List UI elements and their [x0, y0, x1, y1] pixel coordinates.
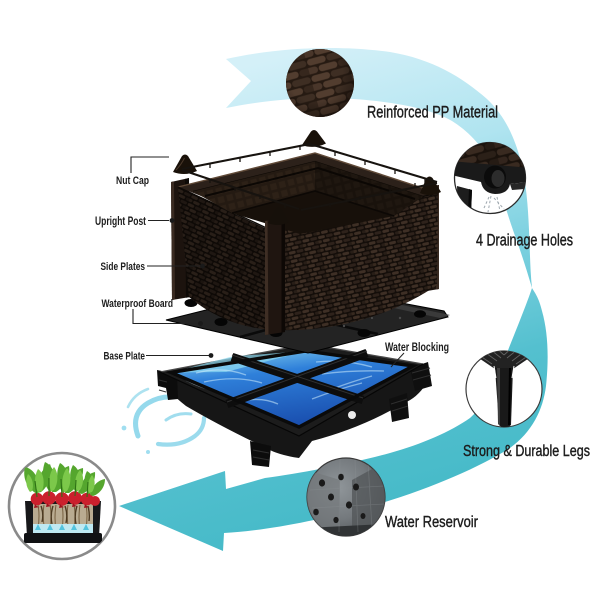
- svg-text:Upright Post: Upright Post: [95, 216, 146, 228]
- svg-text:Base Plate: Base Plate: [104, 351, 146, 363]
- svg-text:Waterproof Board: Waterproof Board: [102, 298, 174, 310]
- svg-text:Strong & Durable Legs: Strong & Durable Legs: [463, 443, 590, 460]
- svg-text:4 Drainage Holes: 4 Drainage Holes: [476, 232, 573, 250]
- svg-text:Water Reservoir: Water Reservoir: [385, 514, 478, 531]
- svg-text:Water Blocking: Water Blocking: [385, 340, 449, 354]
- svg-text:Side Plates: Side Plates: [101, 261, 146, 273]
- svg-text:Reinforced PP Material: Reinforced PP Material: [367, 104, 498, 122]
- svg-text:Nut Cap: Nut Cap: [116, 175, 149, 187]
